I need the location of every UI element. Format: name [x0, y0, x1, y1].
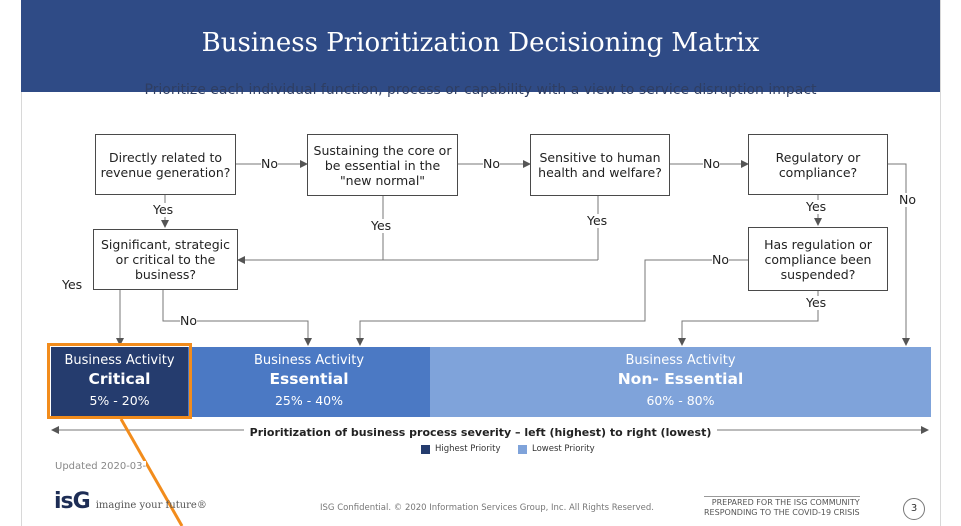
isg-tagline: imagine your future® — [95, 500, 207, 511]
decision-sustaining-text: Sustaining the core or be essential in t… — [313, 142, 452, 188]
updated-date: Updated 2020-03- — [55, 461, 147, 472]
band-essential-name: Business Activity — [253, 353, 365, 368]
label-no-significant: No — [180, 313, 197, 328]
label-no-suspended: No — [712, 252, 729, 267]
band-non-essential-category: Non- Essential — [617, 370, 744, 388]
legend-highest-label: Highest Priority — [435, 444, 501, 454]
highlight-pointer-line — [119, 418, 184, 526]
band-essential: Business Activity Essential 25% - 40% — [188, 347, 430, 417]
label-no-revenue: No — [261, 156, 278, 171]
severity-axis-label: Prioritization of business process sever… — [243, 426, 718, 439]
prepared-line-2: RESPONDING TO THE COVID-19 CRISIS — [704, 508, 860, 517]
band-critical-category: Critical — [88, 370, 151, 388]
right-frame-line — [940, 0, 941, 526]
decision-significant: Significant, strategic or critical to th… — [93, 229, 238, 290]
legend-lowest-swatch — [518, 444, 527, 454]
page-subtitle: Prioritize each individual function, pro… — [144, 82, 817, 98]
page-number: 3 — [903, 498, 925, 520]
critical-highlight-box — [47, 343, 192, 419]
severity-axis: Prioritization of business process sever… — [0, 421, 961, 440]
isg-logo-mark: isG — [54, 489, 91, 514]
label-yes-health: Yes — [587, 213, 608, 228]
connector-regulatory-no — [888, 163, 910, 346]
decision-sustaining: Sustaining the core or be essential in t… — [307, 134, 458, 196]
connector-significant-no — [162, 290, 312, 346]
band-essential-range: 25% - 40% — [274, 393, 344, 408]
band-non-essential-range: 60% - 80% — [646, 393, 715, 408]
band-non-essential-name: Business Activity — [625, 353, 736, 368]
decision-suspended: Has regulation or compliance been suspen… — [748, 227, 888, 291]
band-critical-name: Business Activity — [64, 353, 175, 368]
connector-suspended-yes — [678, 291, 819, 346]
band-essential-category: Essential — [269, 370, 349, 388]
label-yes-sustaining: Yes — [371, 218, 392, 233]
label-yes-significant: Yes — [62, 277, 83, 292]
decision-regulatory: Regulatory or compliance? — [748, 134, 888, 195]
decision-suspended-text: Has regulation or compliance been suspen… — [764, 236, 872, 282]
decision-regulatory-text: Regulatory or compliance? — [775, 149, 861, 180]
decision-significant-text: Significant, strategic or critical to th… — [101, 237, 230, 282]
label-yes-regulatory: Yes — [806, 199, 827, 214]
left-frame-line — [21, 0, 22, 526]
connector-sustaining-yes — [237, 196, 384, 264]
label-no-health: No — [703, 156, 720, 171]
header-banner: Business Prioritization Decisioning Matr… — [21, 0, 940, 92]
isg-logo: isG imagine your future® — [54, 489, 207, 514]
page-title: Business Prioritization Decisioning Matr… — [201, 28, 760, 58]
legend-lowest-label: Lowest Priority — [532, 444, 595, 454]
band-critical-range: 5% - 20% — [89, 393, 150, 408]
band-non-essential: Business Activity Non- Essential 60% - 8… — [430, 347, 931, 417]
label-no-sustaining: No — [483, 156, 500, 171]
legend-highest-swatch — [421, 444, 430, 454]
decision-health-text: Sensitive to human health and welfare? — [538, 150, 662, 180]
decision-revenue: Directly related to revenue generation? — [95, 134, 236, 195]
prepared-line-1: PREPARED FOR THE ISG COMMUNITY — [711, 498, 860, 507]
connector-suspended-no — [356, 259, 748, 346]
prepared-for-notice: PREPARED FOR THE ISG COMMUNITY RESPONDIN… — [704, 496, 860, 518]
decision-revenue-text: Directly related to revenue generation? — [100, 149, 231, 180]
decision-health: Sensitive to human health and welfare? — [530, 134, 670, 196]
label-yes-suspended: Yes — [806, 295, 827, 310]
label-yes-revenue: Yes — [153, 202, 174, 217]
legend-lowest: Lowest Priority — [518, 444, 595, 454]
band-critical: Business Activity Critical 5% - 20% — [51, 347, 188, 417]
label-no-regulatory: No — [899, 192, 916, 207]
confidential-notice: ISG Confidential. © 2020 Information Ser… — [320, 503, 655, 513]
legend-highest: Highest Priority — [421, 444, 500, 454]
